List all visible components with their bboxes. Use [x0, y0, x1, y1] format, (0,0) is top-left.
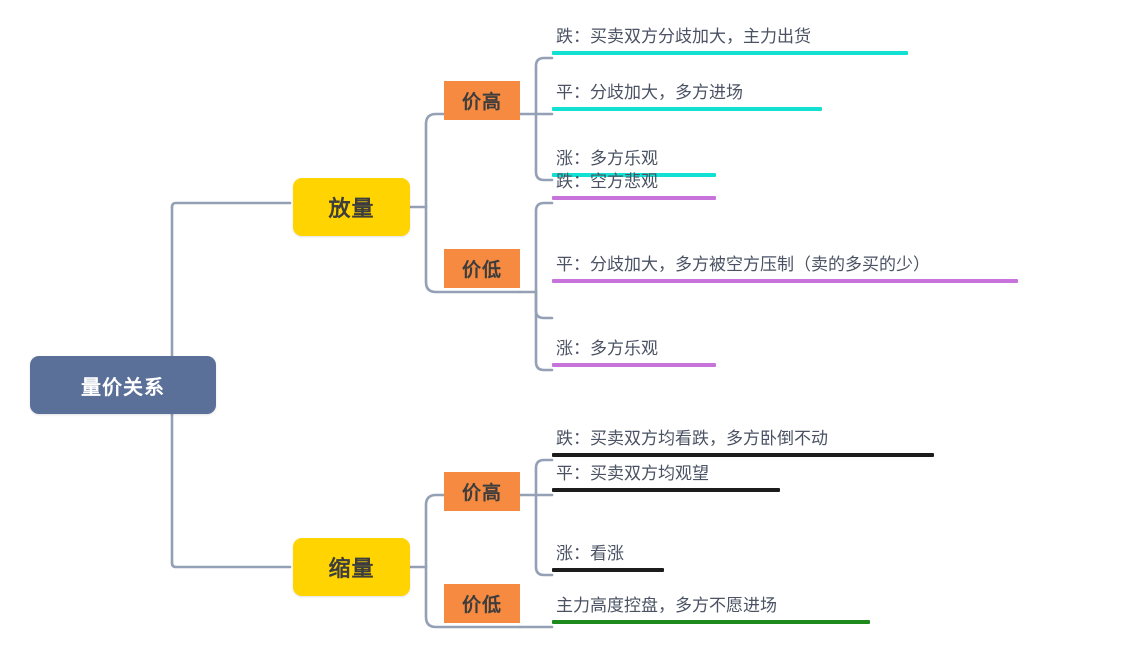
- group-node-suoliang-jiagao[interactable]: 价高: [444, 472, 520, 511]
- leaf-node-label: 涨：多方乐观: [556, 149, 658, 168]
- leaf-node[interactable]: 涨：多方乐观: [552, 146, 716, 177]
- leaf-underline: [552, 453, 934, 457]
- leaf-underline: [552, 51, 908, 55]
- group-node-fangliang-jiagao[interactable]: 价高: [444, 81, 520, 120]
- leaf-underline: [552, 196, 716, 200]
- leaf-underline: [552, 107, 822, 111]
- leaf-node[interactable]: 平：分歧加大，多方被空方压制（卖的多买的少）: [552, 252, 1018, 283]
- leaf-node-label: 涨：看涨: [556, 544, 624, 563]
- leaf-node[interactable]: 平：买卖双方均观望: [552, 461, 780, 492]
- leaf-node[interactable]: 涨：多方乐观: [552, 336, 716, 367]
- leaf-node-label: 跌：买卖双方均看跌，多方卧倒不动: [556, 429, 828, 448]
- leaf-node[interactable]: 涨：看涨: [552, 541, 664, 572]
- branch-node-fangliang-label: 放量: [328, 196, 375, 221]
- leaf-underline: [552, 279, 1018, 283]
- branch-node-suoliang-label: 缩量: [328, 556, 375, 581]
- leaf-node-label: 跌：买卖双方分歧加大，主力出货: [556, 27, 811, 46]
- root-node[interactable]: 量价关系: [30, 356, 216, 414]
- leaf-node-label: 涨：多方乐观: [556, 339, 658, 358]
- leaf-underline: [552, 173, 716, 177]
- root-node-label: 量价关系: [81, 376, 165, 399]
- branch-node-suoliang[interactable]: 缩量: [293, 538, 410, 596]
- leaf-node[interactable]: 主力高度控盘，多方不愿进场: [552, 593, 870, 624]
- leaf-node[interactable]: 跌：买卖双方分歧加大，主力出货: [552, 24, 908, 55]
- leaf-underline: [552, 363, 716, 367]
- leaf-node-label: 平：买卖双方均观望: [556, 464, 709, 483]
- leaf-underline: [552, 620, 870, 624]
- leaf-underline: [552, 568, 664, 572]
- group-node-fangliang-jiadi-label: 价低: [461, 260, 502, 281]
- leaf-underline: [552, 488, 780, 492]
- leaf-node[interactable]: 平：分歧加大，多方进场: [552, 80, 822, 111]
- group-node-fangliang-jiadi[interactable]: 价低: [444, 249, 520, 288]
- leaf-node[interactable]: 跌：空方悲观: [552, 169, 716, 200]
- leaf-node-label: 平：分歧加大，多方进场: [556, 83, 743, 102]
- leaf-node-label: 主力高度控盘，多方不愿进场: [556, 596, 777, 615]
- leaf-node-label: 跌：空方悲观: [556, 172, 658, 191]
- leaf-node-label: 平：分歧加大，多方被空方压制（卖的多买的少）: [556, 255, 930, 274]
- group-node-suoliang-jiadi-label: 价低: [461, 595, 502, 616]
- leaf-node[interactable]: 跌：买卖双方均看跌，多方卧倒不动: [552, 426, 934, 457]
- group-node-suoliang-jiadi[interactable]: 价低: [444, 584, 520, 623]
- branch-node-fangliang[interactable]: 放量: [293, 178, 410, 236]
- group-node-fangliang-jiagao-label: 价高: [461, 92, 502, 113]
- group-node-suoliang-jiagao-label: 价高: [461, 483, 502, 504]
